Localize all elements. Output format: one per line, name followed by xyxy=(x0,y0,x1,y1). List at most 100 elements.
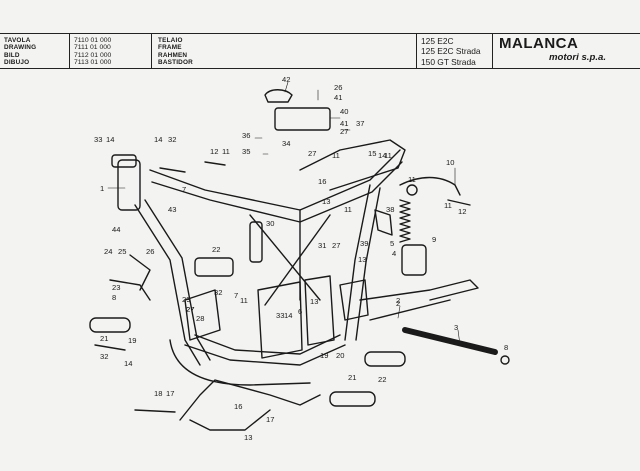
part-callout: 21 xyxy=(100,334,108,343)
part-callout: 19 xyxy=(320,351,328,360)
part-callout: 41 xyxy=(340,119,348,128)
rear-shock-body xyxy=(401,244,427,276)
part-callout: 13 xyxy=(358,255,366,264)
rear-shock-spring xyxy=(399,199,411,243)
left-tube-cap xyxy=(111,154,137,168)
part-callout: 26 xyxy=(334,83,342,92)
part-callout: 10 xyxy=(446,158,454,167)
part-callout: 6 xyxy=(298,307,302,316)
part-callout: 14 xyxy=(124,359,132,368)
part-callout: 12 xyxy=(210,147,218,156)
main-axle-rod xyxy=(402,327,498,355)
part-callout: 23 xyxy=(112,283,120,292)
part-callout: 2 xyxy=(396,299,400,308)
part-callout: 32 xyxy=(214,288,222,297)
part-callout: 14 xyxy=(154,135,162,144)
part-callout: 22 xyxy=(212,245,220,254)
part-callout: 17 xyxy=(166,389,174,398)
drawing-number: 7112 01 000 xyxy=(74,51,112,59)
part-callout: 24 xyxy=(104,247,112,256)
part-callout: 16 xyxy=(318,177,326,186)
part-callout: 11 xyxy=(332,151,340,160)
bolt-stand xyxy=(134,409,176,413)
part-callout: 4 xyxy=(392,249,396,258)
model-name: 125 E2C xyxy=(421,36,454,46)
part-callout: 13 xyxy=(310,297,318,306)
side-stand xyxy=(359,279,479,301)
part-callout: 29 xyxy=(182,295,190,304)
part-callout: 3 xyxy=(454,323,458,332)
part-callout: 7 xyxy=(182,185,186,194)
title-bastidor: BASTIDOR xyxy=(158,59,193,67)
part-callout: 27 xyxy=(332,241,340,250)
part-callout: 9 xyxy=(432,235,436,244)
part-callout: 20 xyxy=(336,351,344,360)
part-callout: 38 xyxy=(386,205,394,214)
left-side-bracket xyxy=(129,254,151,291)
part-callout: 33 xyxy=(276,311,284,320)
rear-shock-left xyxy=(249,221,263,263)
part-callout: 18 xyxy=(154,389,162,398)
left-peg-bracket xyxy=(109,279,151,301)
footpeg-lower xyxy=(329,391,376,407)
title-frame: FRAME xyxy=(158,44,182,52)
title-telaio: TELAIO xyxy=(158,37,183,44)
title-rahmen: RAHMEN xyxy=(158,51,188,59)
part-callout: 35 xyxy=(242,147,250,156)
axle-nut xyxy=(500,355,510,365)
front-down-tube xyxy=(134,204,201,366)
drawing-number-column: 7110 01 000 7111 01 000 7112 01 000 7113… xyxy=(70,34,152,68)
part-callout: 14 xyxy=(378,151,386,160)
label-drawing: DRAWING xyxy=(4,44,37,52)
part-callout: 44 xyxy=(112,225,120,234)
cross-brace-b xyxy=(264,214,331,306)
part-callout: 28 xyxy=(196,314,204,323)
battery-box xyxy=(274,107,331,131)
part-callout: 25 xyxy=(118,247,126,256)
footpeg-center xyxy=(364,351,406,367)
part-callout: 8 xyxy=(504,343,508,352)
part-callout: 11 xyxy=(444,201,452,210)
model-name: 125 E2C Strada xyxy=(421,46,481,57)
pivot-rod xyxy=(369,299,451,321)
part-callout: 32 xyxy=(168,135,176,144)
part-callout: 14 xyxy=(284,311,292,320)
brand-subtitle: motori s.p.a. xyxy=(548,52,606,63)
brand-column: MALANCA motori s.p.a. xyxy=(493,34,640,68)
part-callout: 1 xyxy=(100,184,104,193)
title-block: TAVOLA DRAWING BILD DIBUJO 7110 01 000 7… xyxy=(0,33,640,69)
part-callout: 27 xyxy=(186,305,194,314)
footpeg-left xyxy=(89,317,131,333)
drawing-number: 7113 01 000 xyxy=(74,59,112,67)
engine-plate-right xyxy=(304,275,335,346)
drawing-label-column: TAVOLA DRAWING BILD DIBUJO xyxy=(0,34,70,68)
cradle-rail xyxy=(184,344,346,366)
part-callout: 43 xyxy=(168,205,176,214)
part-callout: 11 xyxy=(344,205,352,214)
part-callout: 16 xyxy=(234,402,242,411)
model-column: 125 E2C 125 E2C Strada 150 GT Strada xyxy=(417,34,493,68)
rear-upright xyxy=(344,184,371,341)
part-callout: 19 xyxy=(128,336,136,345)
part-callout: 14 xyxy=(106,135,114,144)
center-stand-leg xyxy=(189,409,271,431)
part-callout: 41 xyxy=(334,93,342,102)
part-callout: 42 xyxy=(282,75,290,84)
label-bild: BILD xyxy=(4,51,20,59)
part-callout: 21 xyxy=(348,373,356,382)
part-callout: 11 xyxy=(408,175,416,184)
part-callout: 27 xyxy=(340,127,348,136)
passenger-peg-block xyxy=(194,257,234,277)
bolt-top-left xyxy=(159,167,186,173)
label-dibujo: DIBUJO xyxy=(4,59,30,67)
part-callout: 5 xyxy=(390,239,394,248)
part-callout: 30 xyxy=(266,219,274,228)
lower-cradle-loop xyxy=(169,339,311,386)
part-callout: 11 xyxy=(222,147,230,156)
part-callout: 12 xyxy=(458,207,466,216)
part-callout: 36 xyxy=(242,131,250,140)
part-callout: 8 xyxy=(112,293,116,302)
leader-lines xyxy=(107,81,461,346)
part-callout: 26 xyxy=(146,247,154,256)
